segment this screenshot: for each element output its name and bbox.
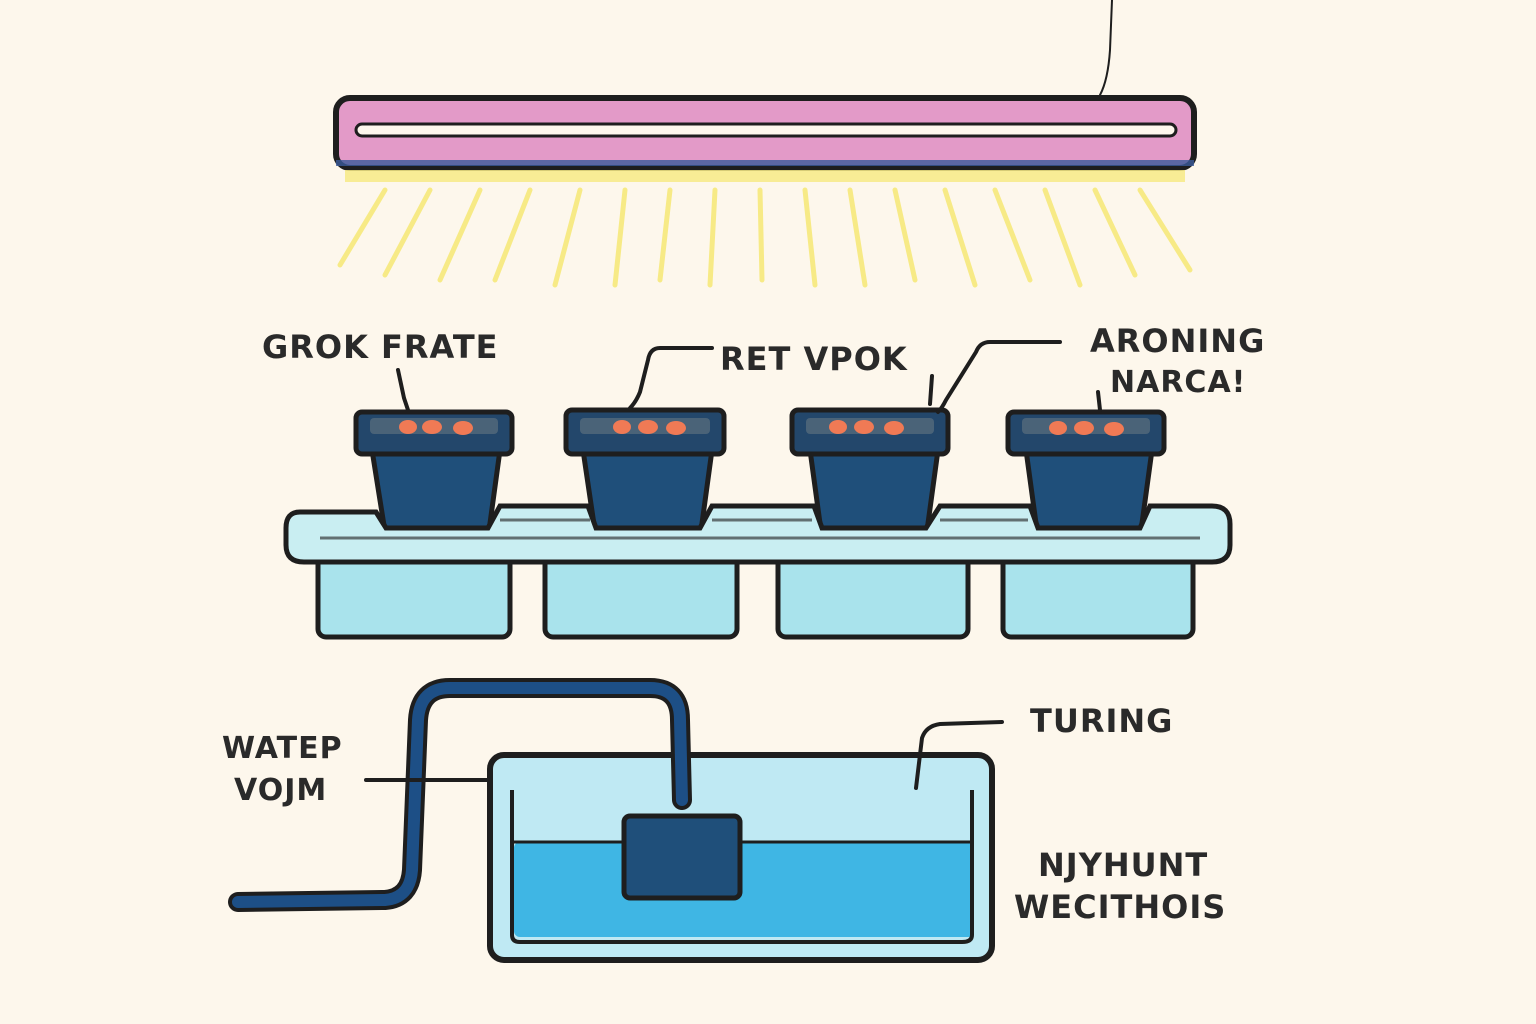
grow-light-highlight	[354, 122, 1178, 138]
tray-reservoirs	[315, 552, 1196, 640]
reservoir-water	[514, 842, 974, 937]
tray-cup-2	[542, 552, 740, 640]
tray-cup-1	[315, 552, 513, 640]
label-reservoir-line1: NJYHUNT	[1038, 846, 1208, 884]
label-pump-line1: WATEP	[222, 731, 343, 766]
tray-cup-3	[775, 552, 971, 640]
label-pot-3-line1: ARONING	[1090, 322, 1265, 360]
hanging-cord	[1099, 0, 1113, 96]
label-tubing: TURING	[1030, 702, 1173, 740]
leader-pot-3	[936, 340, 1062, 414]
label-pump-line2: VOJM	[234, 773, 327, 808]
seeds-pot-2	[613, 420, 686, 435]
pot-3	[789, 407, 951, 541]
leader-pot-1	[396, 368, 410, 412]
label-pot-2: RET VPOK	[720, 340, 908, 378]
leader-pot-3b	[928, 374, 934, 406]
leader-pot-2	[628, 346, 714, 410]
leader-tubing	[914, 720, 1004, 790]
seeds-pot-1	[399, 420, 473, 435]
grow-light	[333, 95, 1197, 171]
water-pump	[621, 813, 743, 901]
pot-4	[1005, 409, 1167, 541]
grow-tray	[283, 503, 1233, 565]
label-pot-3-line2: NARCA!	[1110, 365, 1246, 400]
leader-lines	[364, 340, 1102, 790]
tray-cup-4	[1000, 552, 1196, 640]
light-rays	[337, 170, 1193, 288]
seeds-pot-3	[829, 420, 904, 435]
leader-pot-4	[1096, 390, 1102, 412]
labels: GROK FRATE RET VPOK ARONING NARCA! WATEP…	[222, 322, 1265, 926]
label-reservoir-line2: WECITHOIS	[1014, 888, 1226, 926]
seeds-pot-4	[1049, 421, 1124, 436]
label-pot-1: GROK FRATE	[262, 328, 499, 366]
